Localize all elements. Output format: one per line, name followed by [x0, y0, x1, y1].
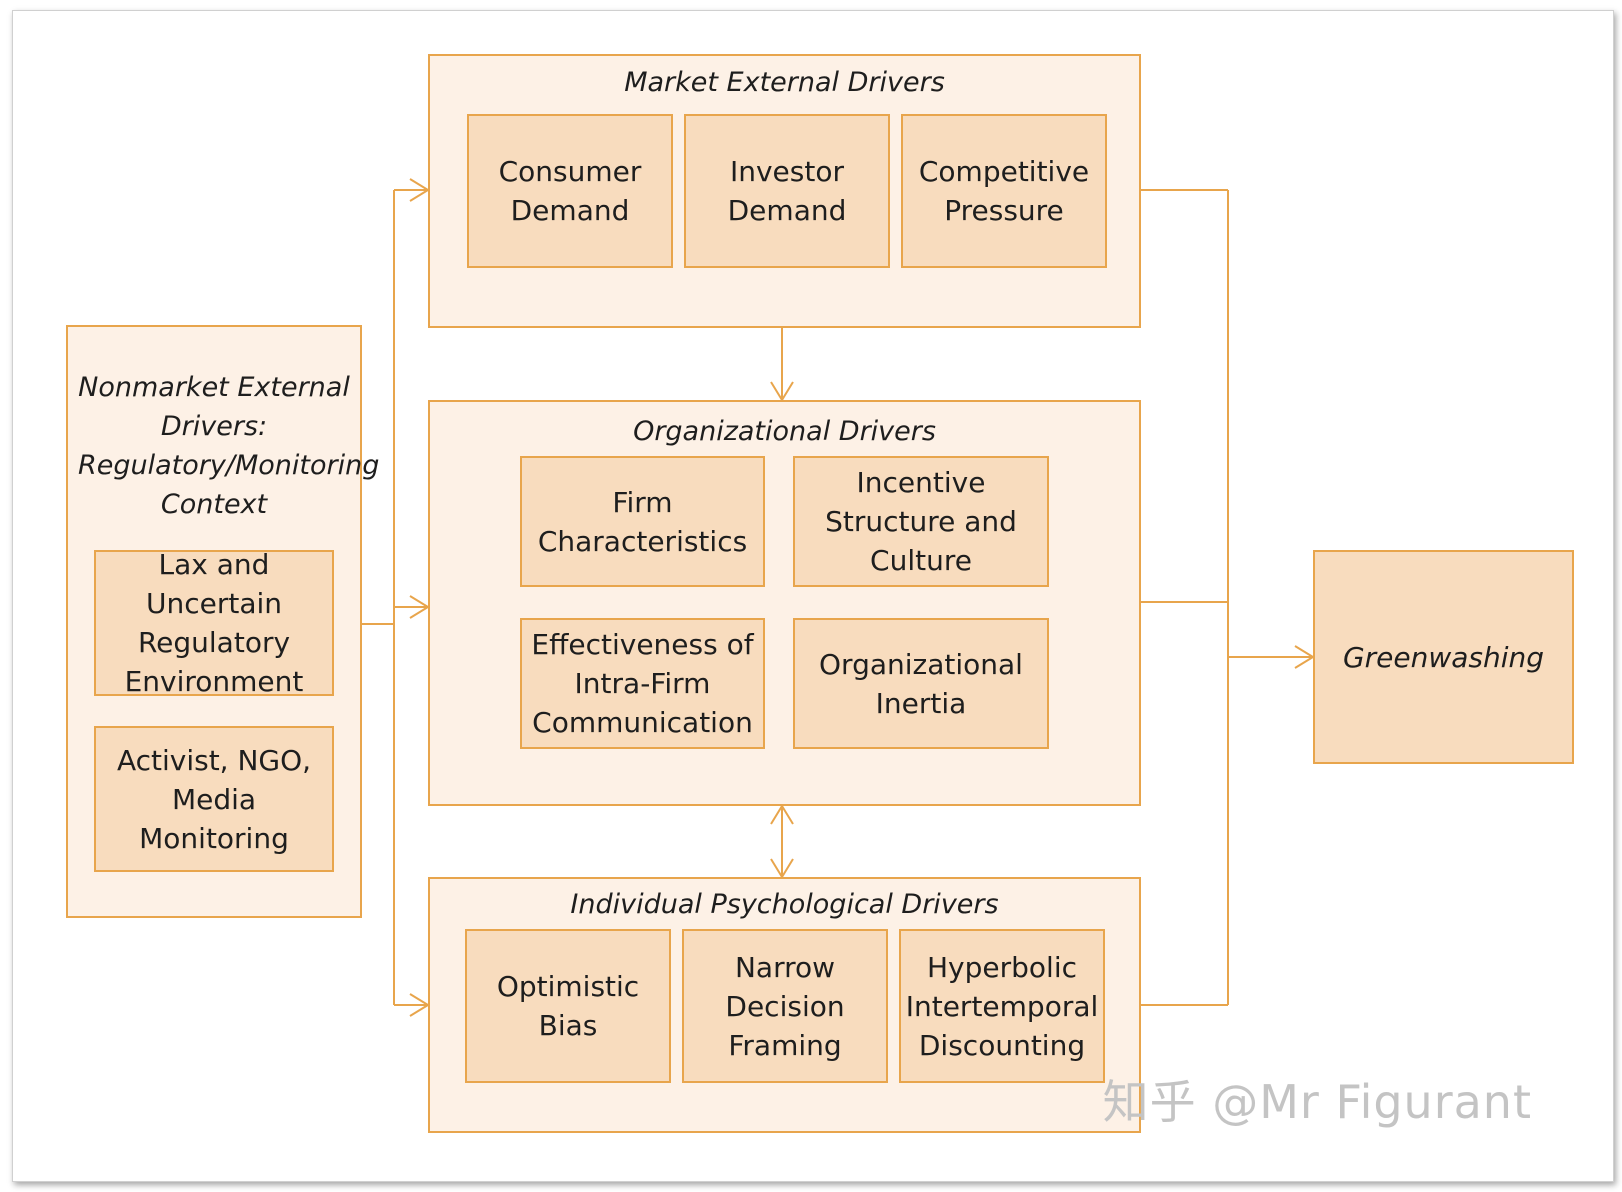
org-individual-head-up: [770, 804, 794, 825]
individual-title: Individual Psychological Drivers: [570, 889, 999, 920]
individual-item-discounting: Hyperbolic Intertemporal Discounting: [899, 929, 1105, 1083]
org-item-firm: Firm Characteristics: [520, 456, 765, 587]
watermark: 知乎 @Mr Figurant: [1102, 1075, 1532, 1129]
market-item-investor: Investor Demand: [684, 114, 890, 268]
org-item-inertia: Organizational Inertia: [793, 618, 1049, 749]
market-title: Market External Drivers: [624, 67, 945, 98]
org-item-communication: Effectiveness of Intra-Firm Communicatio…: [520, 618, 765, 749]
nonmarket-item-monitoring: Activist, NGO, Media Monitoring: [94, 726, 334, 872]
organizational-title: Organizational Drivers: [633, 416, 936, 447]
individual-item-framing: Narrow Decision Framing: [682, 929, 888, 1083]
individual-item-optimistic: Optimistic Bias: [465, 929, 671, 1083]
nonmarket-item-regulatory: Lax and Uncertain Regulatory Environment: [94, 548, 334, 698]
greenwashing-box: Greenwashing: [1313, 550, 1574, 764]
market-item-consumer: Consumer Demand: [467, 114, 673, 268]
nonmarket-title: Nonmarket External Drivers: Regulatory/M…: [78, 372, 380, 520]
org-item-incentive: Incentive Structure and Culture: [793, 456, 1049, 587]
market-item-competitive: Competitive Pressure: [901, 114, 1107, 268]
